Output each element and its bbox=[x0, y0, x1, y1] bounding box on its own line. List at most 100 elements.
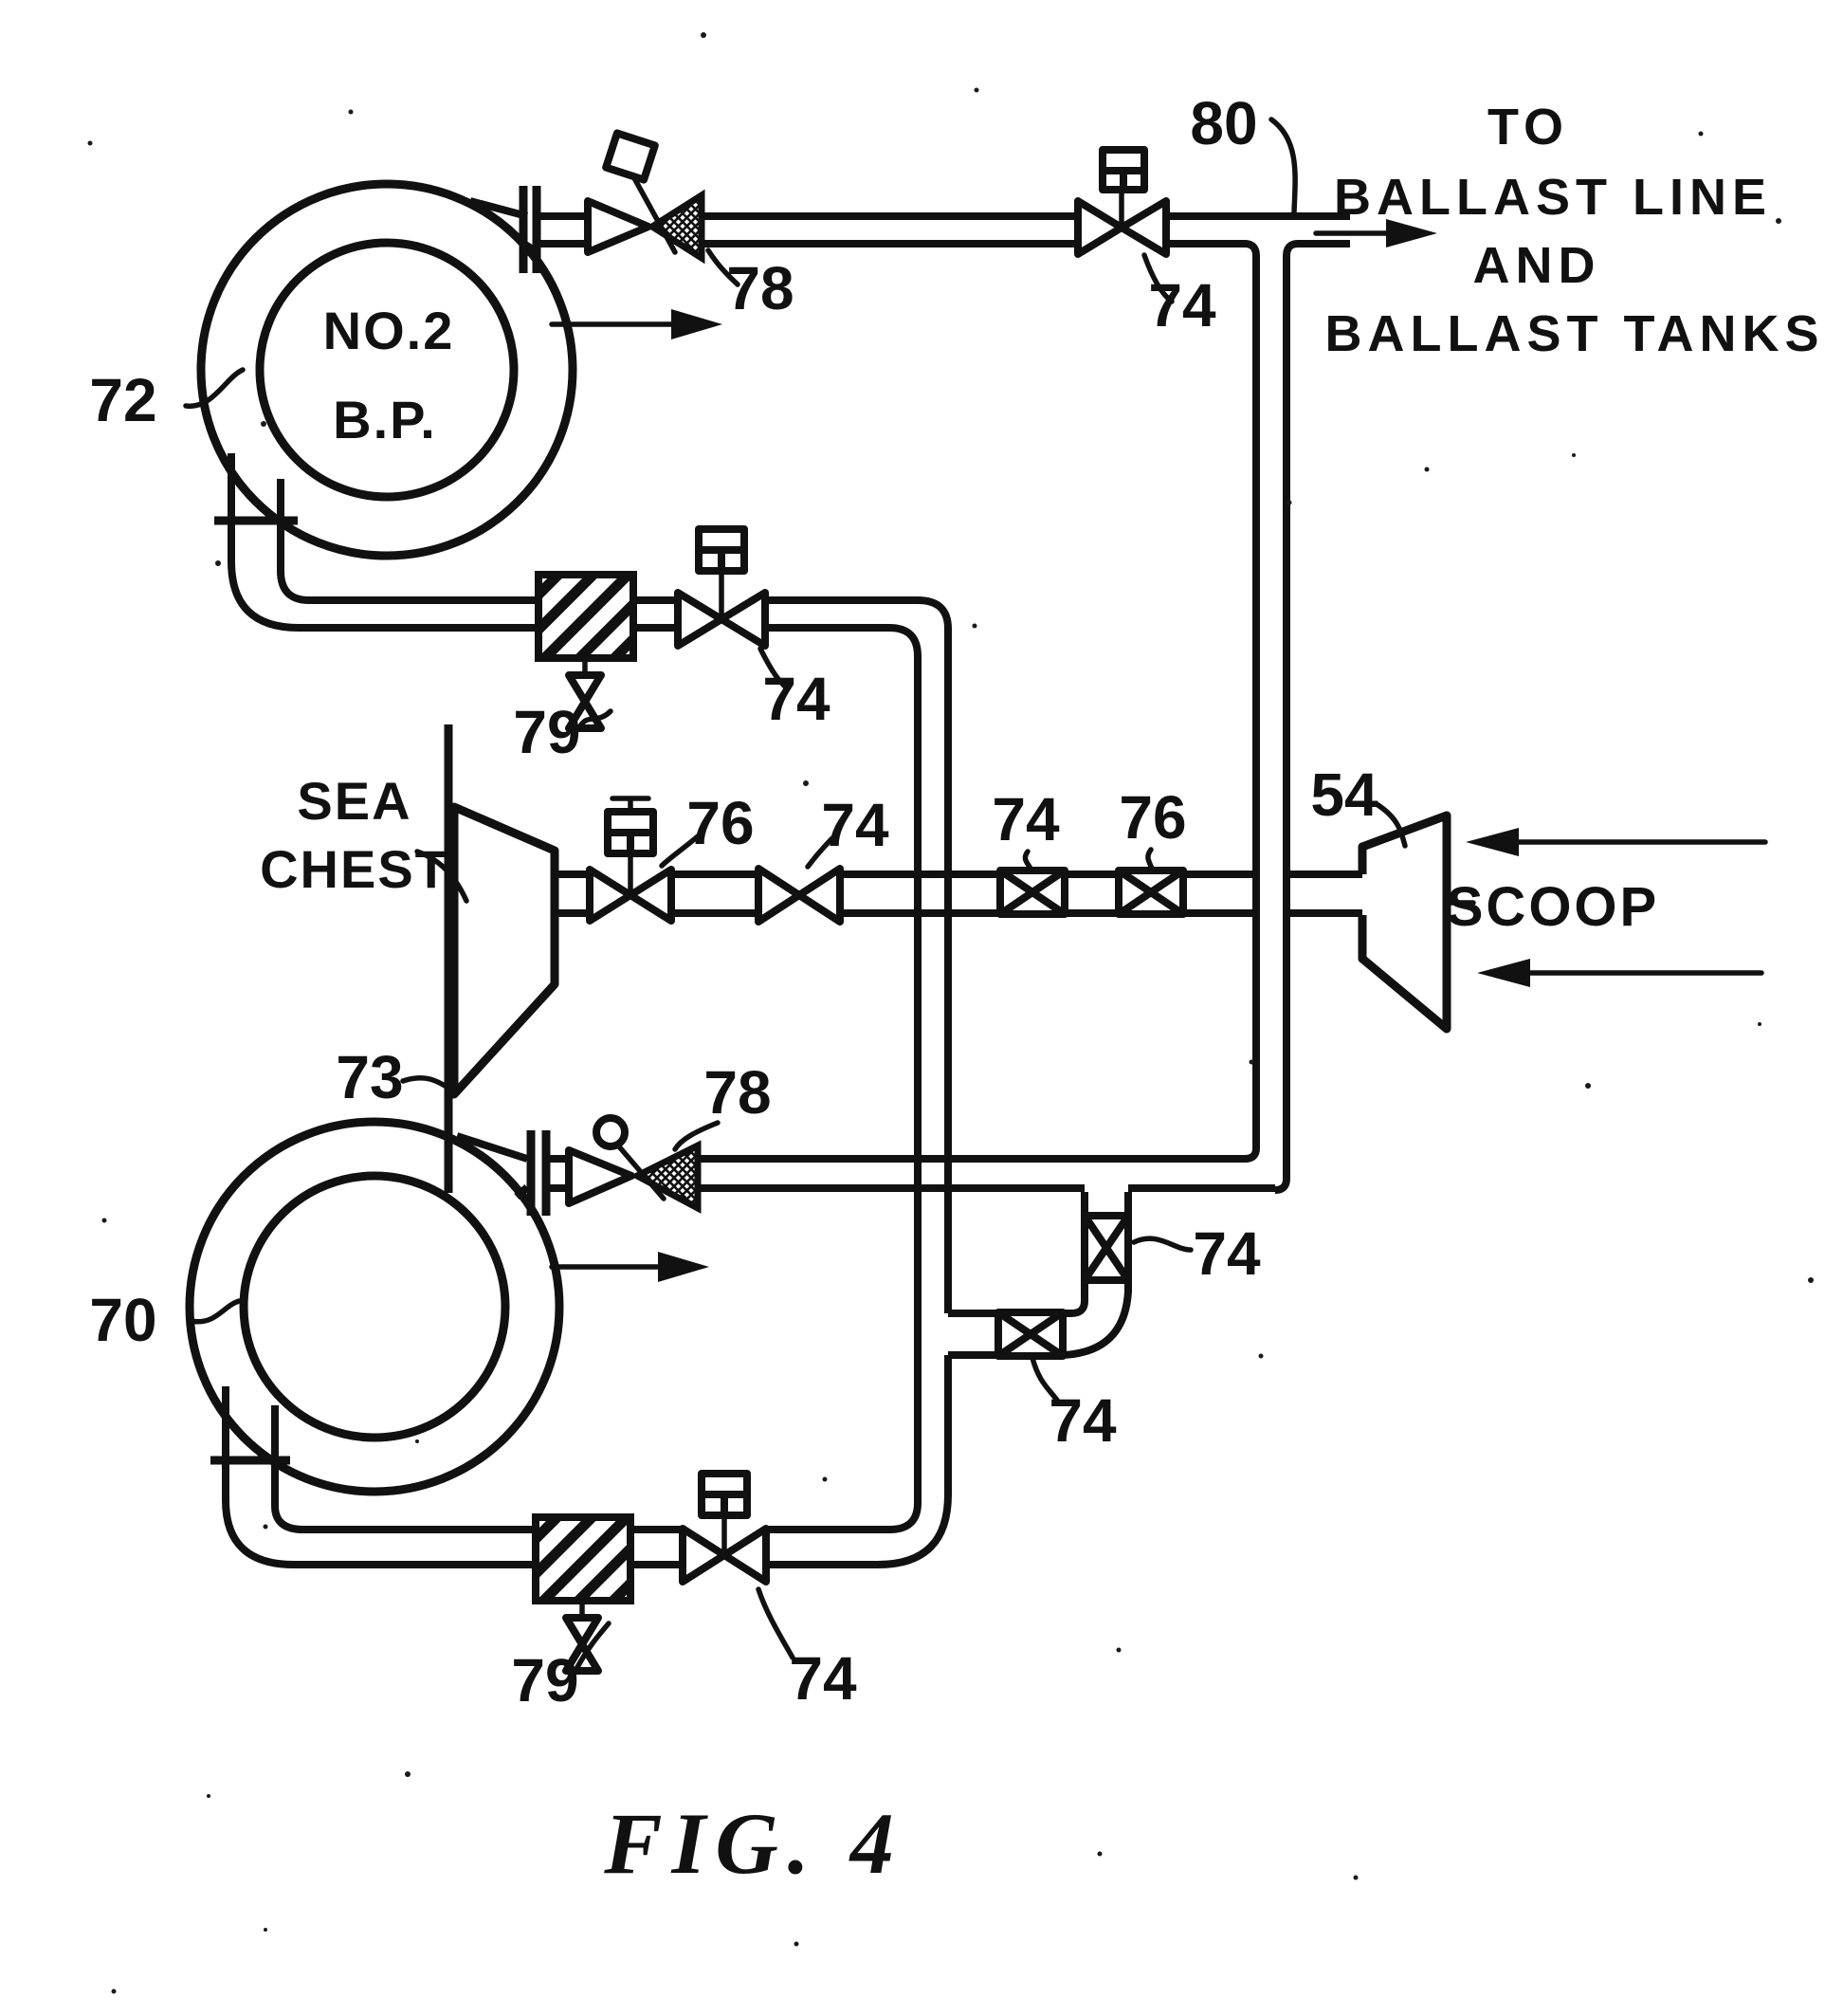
ref-70-leader bbox=[187, 1298, 242, 1325]
ref-72-leader bbox=[183, 367, 246, 409]
ref-80: 80 bbox=[1190, 89, 1257, 157]
pipe-suction-top-pump bbox=[299, 596, 952, 657]
actuator-box-dividers bbox=[699, 546, 744, 571]
drain-valve-upper bbox=[565, 671, 605, 706]
valve-cone-hatched bbox=[646, 189, 705, 265]
valve-right-wedge bbox=[795, 865, 844, 926]
pipe-riser-right bbox=[1244, 256, 1290, 1194]
gate-valve-74-suction-bottom bbox=[679, 1470, 770, 1585]
valve-right-wedge bbox=[721, 1525, 770, 1585]
strainer-79-top bbox=[535, 571, 637, 732]
boxed-valve-74-bypass-vertical bbox=[1081, 1212, 1132, 1284]
scoop-horn bbox=[1358, 811, 1451, 1034]
pipe-bypass-branch bbox=[948, 1192, 1132, 1359]
ref-74-boxed-leader bbox=[1022, 849, 1033, 871]
boxed-valve-74-header bbox=[996, 867, 1068, 918]
valve-left-wedge bbox=[1074, 197, 1125, 258]
valve-disc-outline bbox=[584, 197, 652, 256]
valve-x bbox=[997, 867, 1068, 918]
ref-74-bypass-v: 74 bbox=[1193, 1219, 1261, 1288]
valve-right-wedge bbox=[1118, 197, 1170, 258]
ref-74-sea: 74 bbox=[821, 791, 889, 859]
sea-chest-leader bbox=[414, 849, 469, 904]
valve-x bbox=[1081, 1213, 1132, 1283]
gate-valve-74-sea bbox=[755, 865, 844, 926]
pump-70 bbox=[185, 1117, 564, 1568]
arrow-head bbox=[658, 1252, 709, 1282]
valve-stem bbox=[630, 174, 678, 255]
pump-label-line2: B.P. bbox=[333, 390, 437, 449]
dest-line-and: AND bbox=[1473, 237, 1601, 294]
actuator-box-dividers bbox=[702, 1491, 747, 1515]
arrow-head bbox=[1386, 219, 1437, 247]
ref-78-bottom: 78 bbox=[703, 1058, 771, 1127]
arrow-head-lower bbox=[1477, 959, 1530, 987]
ref-54-leader bbox=[1374, 801, 1408, 849]
sea-chest-funnel bbox=[449, 802, 559, 1099]
valve-left-wedge bbox=[755, 865, 803, 926]
dest-line-ballast-tanks: BALLAST TANKS bbox=[1325, 305, 1825, 362]
ref-74-top: 74 bbox=[1148, 271, 1216, 339]
ref-74-bypass-h-leader bbox=[1030, 1355, 1061, 1404]
drain-valve-lower bbox=[565, 698, 605, 732]
pump-discharge-duct bbox=[455, 1132, 530, 1200]
valve-box bbox=[996, 867, 1068, 918]
ref-78-bottom-leader bbox=[672, 1120, 721, 1152]
ref-73: 73 bbox=[336, 1043, 403, 1111]
valve-x bbox=[995, 1309, 1066, 1360]
valve-stem bbox=[615, 1143, 666, 1201]
pipe-bottom-discharge-line bbox=[546, 1155, 1275, 1192]
pipe-crossover-vertical bbox=[877, 629, 952, 1568]
pump-suction-pipe bbox=[222, 1386, 304, 1568]
destination-text: TO BALLAST LINE AND BALLAST TANKS bbox=[1325, 99, 1825, 362]
valve-box bbox=[1081, 1212, 1132, 1284]
arrow-head-upper bbox=[1466, 828, 1519, 856]
ref-74-sea-leader bbox=[805, 835, 835, 870]
ref-79-bottom: 79 bbox=[511, 1646, 578, 1714]
flow-arrow-top bbox=[549, 309, 722, 339]
sea-chest bbox=[444, 724, 559, 1193]
scoop-inflow-arrows bbox=[1466, 828, 1768, 987]
dest-line-to: TO bbox=[1487, 99, 1569, 156]
actuator-box-dividers bbox=[1103, 167, 1144, 190]
ref-79-bottom-leader bbox=[574, 1621, 611, 1672]
ref-78-top-leader bbox=[705, 247, 740, 287]
ref-74-top-leader bbox=[1141, 252, 1175, 304]
strainer-box bbox=[532, 1513, 634, 1604]
valve-cone-hatched bbox=[630, 1140, 702, 1214]
ref-80-leader bbox=[1268, 117, 1298, 215]
boxed-valve-76-header bbox=[1115, 867, 1187, 918]
valve-left-wedge bbox=[679, 1525, 728, 1585]
ref-74-bypass-h: 74 bbox=[1049, 1386, 1117, 1455]
ref-70: 70 bbox=[89, 1286, 156, 1354]
boxed-valve-74-bypass-horizontal bbox=[995, 1309, 1067, 1360]
ref-72: 72 bbox=[89, 366, 156, 434]
strainer-79-bottom bbox=[532, 1513, 634, 1675]
paper-speckles bbox=[87, 32, 1814, 1994]
valve-handle-circle bbox=[593, 1114, 629, 1150]
valve-flag bbox=[602, 129, 659, 184]
check-valve-78-top bbox=[584, 129, 705, 265]
sea-chest-label-2: CHEST bbox=[260, 839, 449, 899]
ref-54: 54 bbox=[1310, 761, 1378, 829]
valve-right-wedge bbox=[718, 589, 769, 650]
valve-disc-outline bbox=[565, 1146, 635, 1207]
pump-no2-bp: NO.2 B.P. bbox=[196, 179, 577, 632]
ref-74-bypass-v-leader bbox=[1131, 1236, 1194, 1253]
outlet-flow-arrow bbox=[1313, 219, 1437, 247]
pipe-top-discharge-line bbox=[537, 212, 1350, 257]
valve-left-wedge bbox=[674, 589, 725, 650]
strainer-box bbox=[535, 571, 637, 662]
actuator-antenna bbox=[610, 796, 651, 815]
ref-79-top-leader bbox=[577, 708, 613, 729]
valve-right-wedge bbox=[627, 866, 675, 925]
ref-74-suction-bottom-leader bbox=[756, 1586, 795, 1660]
ref-79-top: 79 bbox=[513, 698, 580, 766]
scoop-label: SCOOP bbox=[1447, 876, 1660, 938]
discharge-flange-ticks bbox=[519, 186, 541, 273]
dest-line-ballast-line: BALLAST LINE bbox=[1334, 169, 1772, 226]
pump-impeller-circle bbox=[255, 238, 519, 502]
pipe-suction-bottom-pump bbox=[294, 1526, 889, 1568]
